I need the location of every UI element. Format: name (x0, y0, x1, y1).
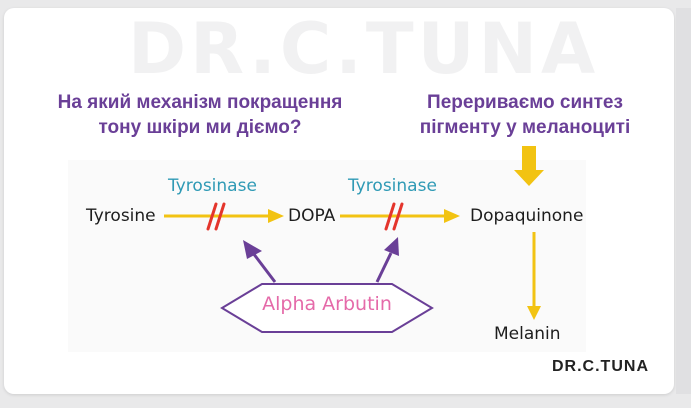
question-right-line2: пігменту у меланоциті (419, 117, 631, 138)
inhibition-mark-1 (206, 202, 226, 231)
node-melanin: Melanin (494, 324, 561, 344)
brand-logo: DR.C.TUNA (552, 358, 649, 375)
enzyme-label-2: Tyrosinase (348, 176, 437, 196)
question-left: На який механізм покращення тону шкіри м… (10, 90, 390, 140)
arrow-tyrosine-dopa (164, 209, 284, 223)
question-right-line1: Перериваємо синтез (427, 92, 623, 113)
inhibitor-arrow-right (375, 237, 399, 283)
question-right: Перериваємо синтез пігменту у меланоциті (395, 90, 655, 140)
inhibitor-hexagon (220, 283, 434, 333)
node-dopa: DOPA (288, 206, 336, 226)
down-arrow-icon (514, 146, 544, 186)
watermark-logo: DR.C.TUNA (128, 8, 600, 90)
next-slide-edge (676, 8, 691, 394)
enzyme-label-1: Tyrosinase (168, 176, 257, 196)
inhibitor-label: Alpha Arbutin (262, 293, 392, 315)
arrow-dopaquinone-melanin (527, 232, 541, 320)
question-left-line2: тону шкіри ми діємо? (98, 117, 302, 138)
node-dopaquinone: Dopaquinone (470, 206, 584, 226)
inhibition-mark-2 (384, 202, 404, 231)
node-tyrosine: Tyrosine (86, 206, 156, 226)
inhibitor-arrow-left (243, 240, 277, 283)
question-left-line1: На який механізм покращення (57, 92, 343, 113)
arrow-dopa-dopaquinone (340, 209, 460, 223)
